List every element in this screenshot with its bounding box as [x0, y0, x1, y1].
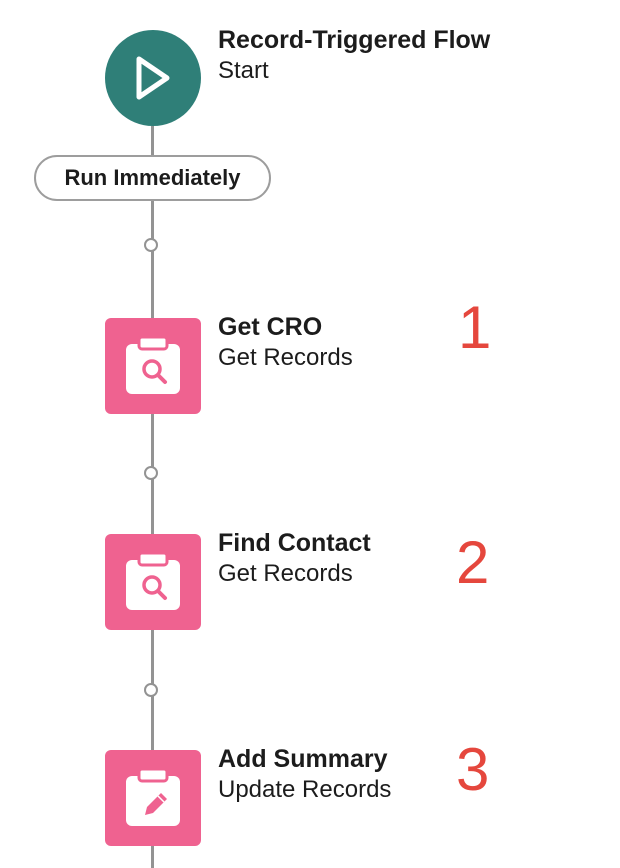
add-element-button[interactable]	[144, 238, 158, 252]
element-title: Get CRO	[218, 313, 323, 341]
step-number-1: 1	[458, 294, 492, 361]
run-immediately-path[interactable]: Run Immediately	[34, 155, 271, 201]
element-type: Update Records	[218, 776, 392, 803]
start-title: Record-Triggered Flow	[218, 26, 491, 54]
element-title: Add Summary	[218, 745, 388, 773]
connector-line	[151, 201, 154, 318]
add-summary-element[interactable]	[105, 750, 201, 846]
element-label: Add Summary Update Records	[218, 744, 391, 806]
play-icon	[136, 56, 170, 100]
get-records-icon	[126, 336, 180, 394]
start-subtitle: Start	[218, 57, 269, 84]
step-number-3: 3	[456, 736, 490, 803]
add-element-button[interactable]	[144, 466, 158, 480]
start-node[interactable]	[105, 30, 201, 126]
element-title: Find Contact	[218, 529, 371, 557]
connector-line	[151, 126, 154, 155]
get-records-icon	[126, 552, 180, 610]
step-number-2: 2	[456, 529, 490, 596]
element-label: Find Contact Get Records	[218, 528, 371, 590]
add-element-button[interactable]	[144, 683, 158, 697]
find-contact-element[interactable]	[105, 534, 201, 630]
connector-line	[151, 846, 154, 868]
element-type: Get Records	[218, 560, 353, 587]
element-label: Get CRO Get Records	[218, 312, 353, 374]
update-records-icon	[126, 768, 180, 826]
run-immediately-label: Run Immediately	[64, 165, 241, 190]
get-cro-element[interactable]	[105, 318, 201, 414]
start-label: Record-Triggered Flow Start	[218, 25, 490, 87]
element-type: Get Records	[218, 344, 353, 371]
